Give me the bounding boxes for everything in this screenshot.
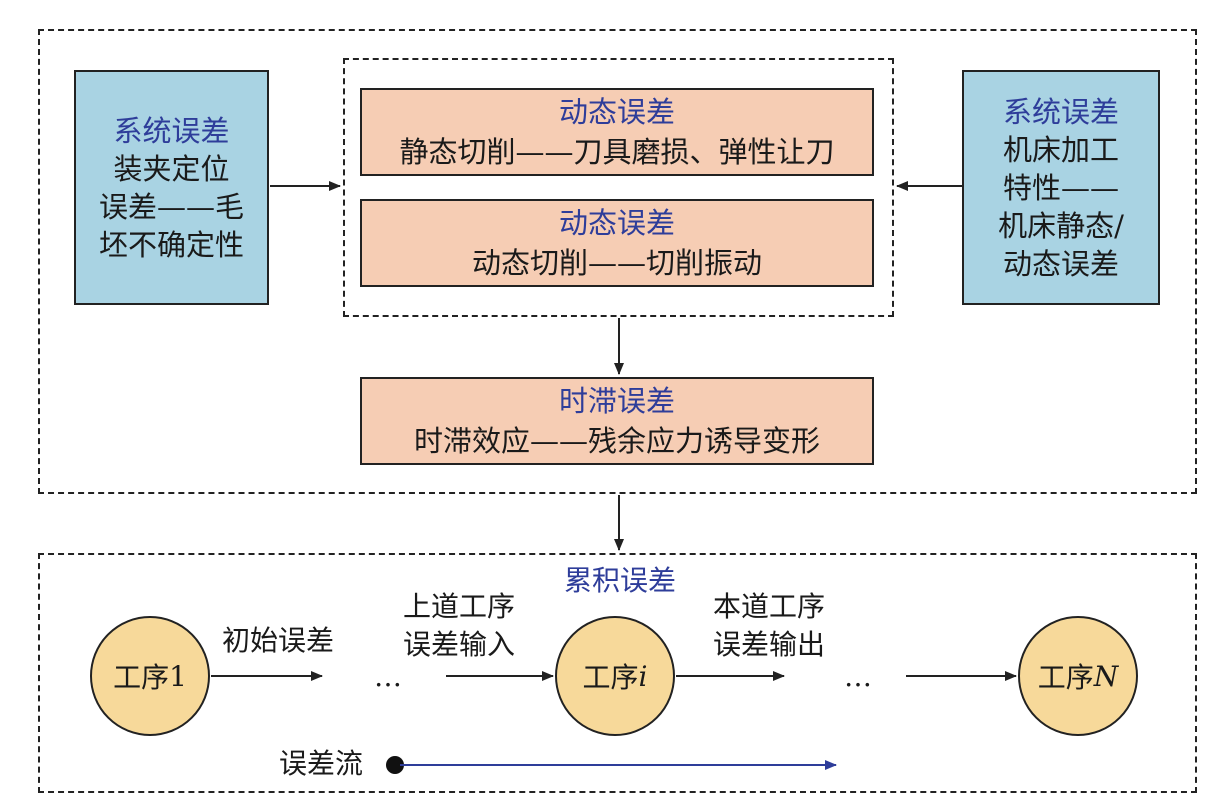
left-block-line-2: 误差——毛 (98, 189, 244, 224)
node-i-suffix: i (638, 659, 648, 693)
ellipsis-1: … (374, 660, 402, 693)
right-system-error-block: 系统误差 机床加工 特性—— 机床静态/ 动态误差 (962, 70, 1160, 305)
node-i-label: 工序 (582, 661, 639, 694)
dynamic-2-line: 动态切削——切削振动 (471, 246, 762, 280)
delay-title: 时滞误差 (558, 384, 675, 418)
prev-input-line-2: 误差输入 (402, 628, 515, 661)
error-flow-label: 误差流 (278, 747, 363, 780)
inner-dynamic-dashed-frame (343, 58, 894, 317)
lower-dashed-frame (38, 553, 1197, 793)
prev-input-line-1: 上道工序 (402, 590, 515, 623)
error-flow-dot (386, 756, 404, 774)
left-system-error-block: 系统误差 装夹定位 误差——毛 坯不确定性 (74, 70, 269, 305)
dynamic-error-box-1: 动态误差 静态切削——刀具磨损、弹性让刀 (360, 88, 874, 176)
right-block-line-4: 动态误差 (1002, 246, 1119, 281)
node-n-label: 工序 (1037, 661, 1094, 694)
right-block-line-3: 机床静态/ (998, 208, 1124, 243)
ellipsis-2: … (844, 660, 872, 693)
delay-line: 时滞效应——残余应力诱导变形 (413, 424, 820, 458)
dynamic-error-box-2: 动态误差 动态切削——切削振动 (360, 199, 874, 287)
initial-error-label: 初始误差 (221, 624, 334, 657)
left-block-line-3: 坯不确定性 (98, 227, 244, 262)
right-block-title: 系统误差 (1002, 94, 1119, 129)
node-1-suffix: 1 (169, 659, 187, 693)
curr-output-line-2: 误差输出 (712, 628, 825, 661)
cumulative-error-title: 累积误差 (563, 564, 676, 597)
curr-output-line-1: 本道工序 (712, 590, 825, 623)
right-block-line-2: 特性—— (1002, 170, 1119, 205)
dynamic-1-title: 动态误差 (558, 95, 675, 129)
left-block-title: 系统误差 (113, 113, 230, 148)
upper-dashed-frame (38, 29, 1197, 494)
node-n-suffix: N (1093, 659, 1119, 693)
time-delay-error-box: 时滞误差 时滞效应——残余应力诱导变形 (360, 377, 874, 465)
right-block-line-1: 机床加工 (1002, 132, 1119, 167)
dynamic-1-line: 静态切削——刀具磨损、弹性让刀 (399, 135, 835, 169)
node-1-label: 工序 (113, 661, 170, 694)
dynamic-2-title: 动态误差 (558, 206, 675, 240)
left-block-line-1: 装夹定位 (113, 151, 230, 186)
